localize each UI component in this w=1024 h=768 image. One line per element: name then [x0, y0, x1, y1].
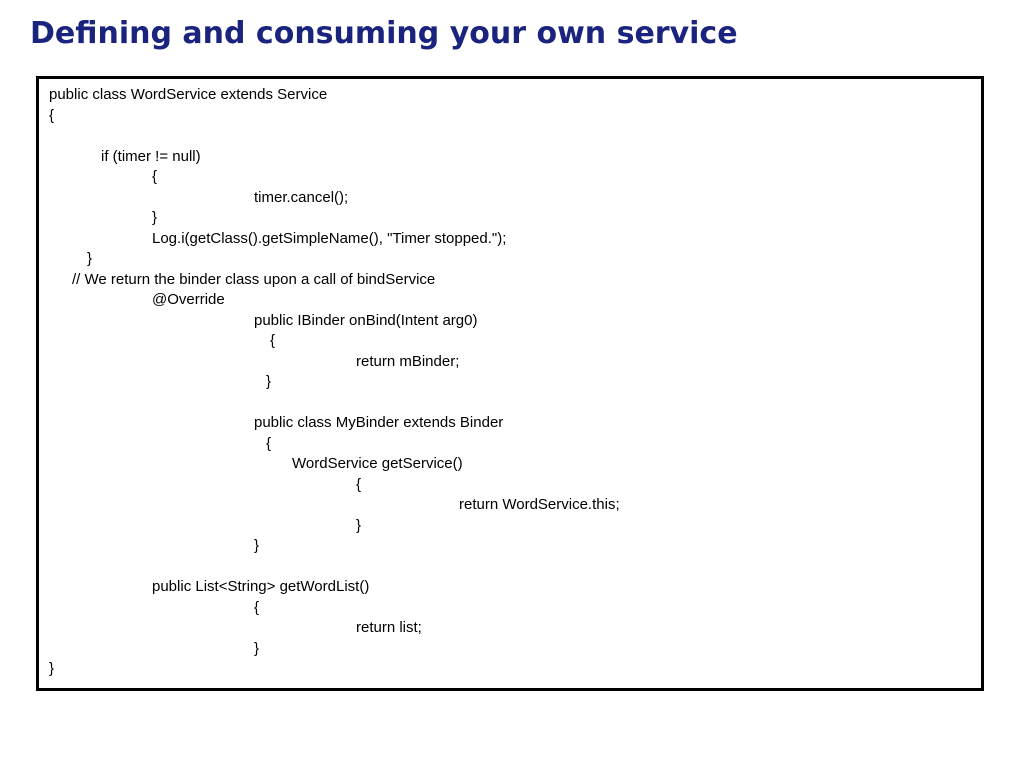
code-line-text: }	[254, 537, 260, 554]
code-line: }	[49, 372, 620, 393]
code-line-text: WordService getService()	[292, 455, 463, 472]
slide-title: Defining and consuming your own service	[30, 16, 738, 51]
code-line-text: {	[254, 598, 260, 616]
code-line: WordService getService()	[49, 454, 620, 475]
code-line	[49, 393, 620, 414]
code-line: }	[49, 639, 620, 660]
code-line-text: return mBinder;	[356, 352, 460, 370]
code-line: timer.cancel();	[49, 188, 620, 209]
code-line-text: Log.i(getClass().getSimpleName(), "Timer…	[152, 229, 507, 247]
code-line-text: return list;	[356, 619, 422, 636]
code-line: {	[49, 475, 620, 496]
code-line-text: {	[152, 168, 158, 185]
code-line	[49, 557, 620, 578]
code-line-text: public List<String> getWordList()	[152, 578, 370, 595]
code-line: return mBinder;	[49, 352, 620, 373]
code-line: if (timer != null)	[49, 147, 620, 168]
code-line: }	[49, 208, 620, 229]
code-line: public IBinder onBind(Intent arg0)	[49, 311, 620, 332]
code-line: {	[49, 331, 620, 352]
code-line-text: {	[356, 475, 362, 493]
code-line: {	[49, 106, 620, 127]
code-line-text: }	[254, 639, 260, 657]
code-line	[49, 126, 620, 147]
code-line: public List<String> getWordList()	[49, 577, 620, 598]
code-line: {	[49, 434, 620, 455]
code-line-text: }	[266, 373, 272, 390]
code-line-text: timer.cancel();	[254, 188, 349, 206]
code-line-text: public class WordService extends Service	[49, 86, 328, 103]
code-line: }	[49, 516, 620, 537]
code-line-text: // We return the binder class upon a cal…	[72, 270, 436, 288]
code-line: return WordService.this;	[49, 495, 620, 516]
code-line: {	[49, 598, 620, 619]
code-line: // We return the binder class upon a cal…	[49, 270, 620, 291]
code-line-text: if (timer != null)	[101, 147, 201, 165]
code-line-text: {	[266, 434, 272, 452]
code-line-text: {	[49, 106, 55, 124]
code-line: }	[49, 536, 620, 557]
code-line-text: }	[152, 209, 158, 226]
code-line: }	[49, 659, 620, 680]
code-line-text: }	[356, 516, 362, 534]
code-line-text: }	[87, 250, 93, 267]
code-line-text: @Override	[152, 291, 225, 308]
code-line: public class MyBinder extends Binder	[49, 413, 620, 434]
code-line: {	[49, 167, 620, 188]
code-line: }	[49, 249, 620, 270]
code-line: return list;	[49, 618, 620, 639]
code-line-text: public IBinder onBind(Intent arg0)	[254, 311, 478, 329]
code-line: Log.i(getClass().getSimpleName(), "Timer…	[49, 229, 620, 250]
code-line: @Override	[49, 290, 620, 311]
code-line-text: }	[49, 660, 55, 677]
code-line-text: return WordService.this;	[459, 496, 620, 513]
code-line-text: public class MyBinder extends Binder	[254, 414, 504, 431]
code-line-text: {	[270, 332, 276, 349]
code-listing-box: public class WordService extends Service…	[36, 76, 984, 691]
code-listing: public class WordService extends Service…	[49, 85, 620, 680]
code-line: public class WordService extends Service	[49, 85, 620, 106]
